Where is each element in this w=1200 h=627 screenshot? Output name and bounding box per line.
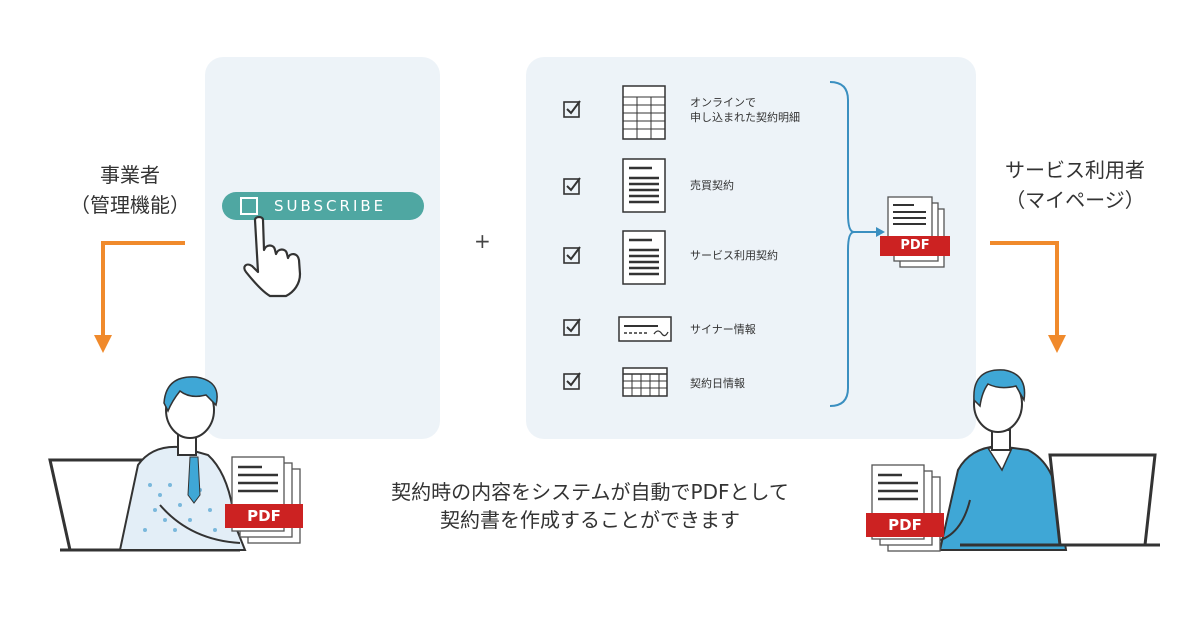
pdf-document-icon bbox=[231, 456, 301, 544]
document-label-service-contract: サービス利用契約 bbox=[690, 249, 778, 262]
document-label-line1: オンラインで bbox=[690, 96, 756, 109]
checkbox-checked-icon bbox=[563, 318, 581, 336]
pdf-document-icon bbox=[887, 196, 945, 268]
provider-label: 事業者 （管理機能） bbox=[55, 160, 205, 220]
provider-label-line1: 事業者 bbox=[100, 163, 160, 187]
pdf-document-icon bbox=[871, 464, 941, 552]
document-label-order-details: オンラインで 申し込まれた契約明細 bbox=[690, 95, 840, 125]
user-label: サービス利用者 （マイページ） bbox=[975, 155, 1175, 215]
document-icon bbox=[622, 230, 666, 285]
document-label-signer-info: サイナー情報 bbox=[690, 323, 756, 336]
pdf-badge: PDF bbox=[866, 513, 944, 537]
subscribe-panel bbox=[205, 57, 440, 439]
bracket-arrow-icon bbox=[829, 81, 885, 407]
checkbox-checked-icon bbox=[563, 246, 581, 264]
user-label-line1: サービス利用者 bbox=[1005, 158, 1145, 182]
caption: 契約時の内容をシステムが自動でPDFとして 契約書を作成することができます bbox=[340, 478, 840, 534]
pdf-badge: PDF bbox=[880, 236, 950, 256]
user-arrow-icon bbox=[990, 241, 1066, 353]
signature-card-icon bbox=[618, 316, 672, 342]
user-person-illustration bbox=[929, 369, 1160, 551]
document-icon bbox=[622, 158, 666, 213]
caption-line2: 契約書を作成することができます bbox=[440, 508, 740, 532]
subscribe-checkbox-icon bbox=[240, 197, 258, 215]
user-label-line2: （マイページ） bbox=[1005, 188, 1145, 212]
calendar-icon bbox=[622, 367, 668, 397]
spreadsheet-icon bbox=[622, 85, 666, 140]
provider-label-line2: （管理機能） bbox=[70, 193, 190, 217]
provider-person-illustration bbox=[48, 376, 247, 552]
pdf-badge: PDF bbox=[225, 504, 303, 528]
document-label-sales-contract: 売買契約 bbox=[690, 179, 734, 192]
plus-sign: + bbox=[474, 229, 491, 253]
caption-line1: 契約時の内容をシステムが自動でPDFとして bbox=[391, 480, 789, 504]
checkbox-checked-icon bbox=[563, 177, 581, 195]
checkbox-checked-icon bbox=[563, 372, 581, 390]
subscribe-label: SUBSCRIBE bbox=[274, 197, 387, 215]
document-label-line2: 申し込まれた契約明細 bbox=[690, 111, 800, 124]
provider-arrow-icon bbox=[94, 241, 185, 353]
checkbox-checked-icon bbox=[563, 100, 581, 118]
hand-pointer-icon bbox=[243, 215, 302, 298]
document-label-contract-date: 契約日情報 bbox=[690, 377, 745, 390]
